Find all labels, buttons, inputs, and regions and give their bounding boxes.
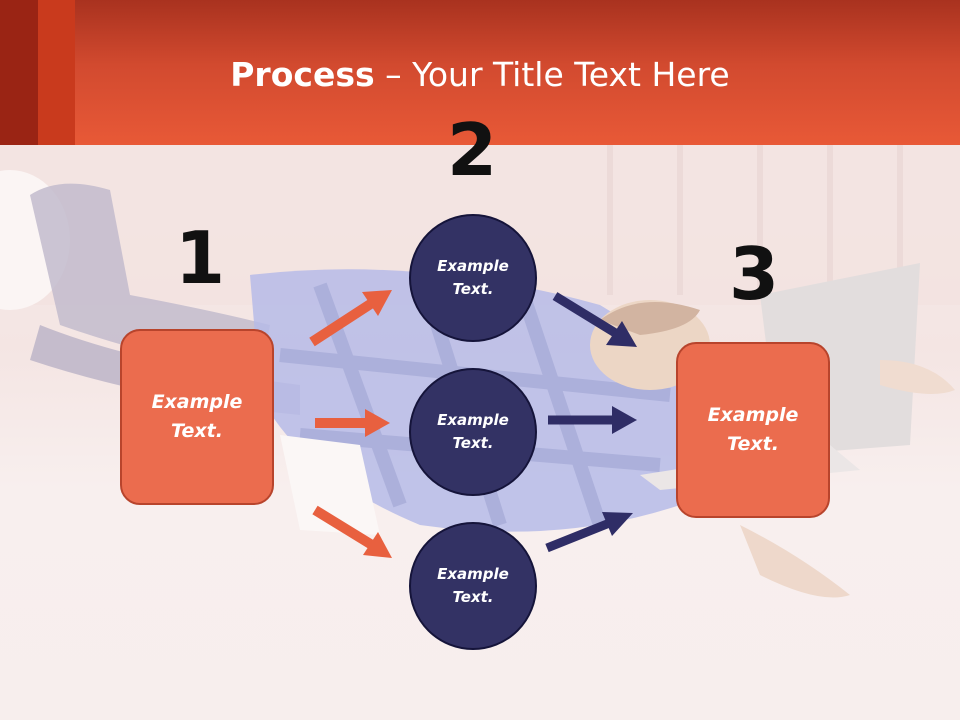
title-bold: Process bbox=[230, 55, 375, 94]
step-2-circle-top[interactable]: Example Text. bbox=[409, 214, 537, 342]
step-1-box[interactable]: Example Text. bbox=[120, 329, 274, 505]
arrow-1-to-2c bbox=[312, 505, 392, 558]
step-3-label: Example Text. bbox=[707, 404, 799, 455]
step-number-1: 1 bbox=[174, 216, 226, 300]
step-1-label: Example Text. bbox=[151, 391, 243, 442]
arrow-2b-to-3 bbox=[548, 406, 637, 434]
header-bar bbox=[0, 0, 960, 145]
step-2-circle-bottom[interactable]: Example Text. bbox=[409, 522, 537, 650]
slide-title: Process – Your Title Text Here bbox=[0, 52, 960, 98]
arrow-1-to-2b bbox=[315, 409, 390, 437]
step-number-3: 3 bbox=[728, 232, 780, 316]
title-rest: – Your Title Text Here bbox=[374, 55, 730, 94]
step-2-middle-label: Example Text. bbox=[437, 411, 509, 452]
arrow-2a-to-3 bbox=[552, 292, 637, 347]
arrow-2c-to-3 bbox=[545, 512, 633, 553]
arrow-1-to-2a bbox=[309, 290, 392, 347]
header-accent-mid bbox=[38, 0, 75, 145]
step-number-2: 2 bbox=[446, 108, 498, 192]
step-2-top-label: Example Text. bbox=[437, 257, 509, 298]
step-2-circle-middle[interactable]: Example Text. bbox=[409, 368, 537, 496]
step-2-bottom-label: Example Text. bbox=[437, 565, 509, 606]
step-3-box[interactable]: Example Text. bbox=[676, 342, 830, 518]
header-accent-dark bbox=[0, 0, 38, 145]
